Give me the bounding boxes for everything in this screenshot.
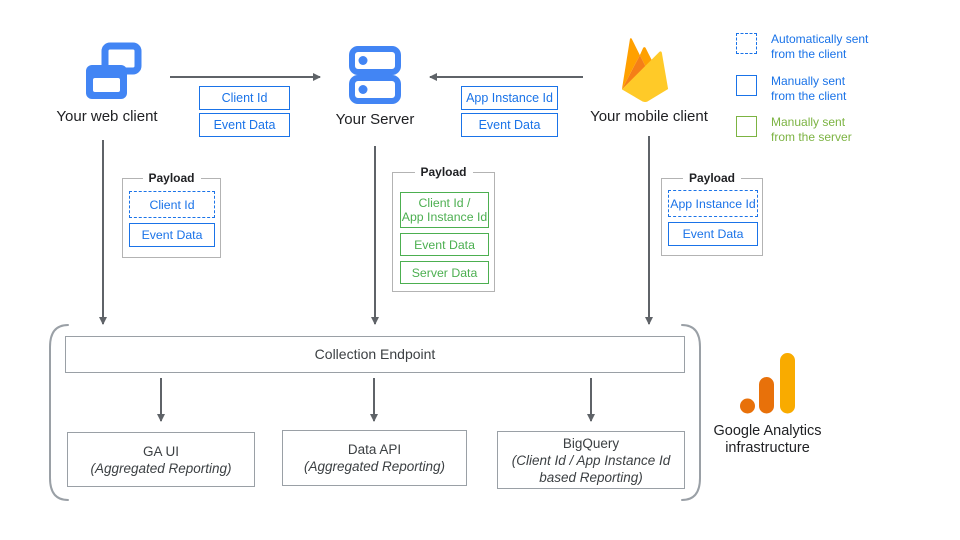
legend-item-auto-client: Automatically sent from the client [736,32,869,62]
payload-mobile-client: Payload App Instance Id Event Data [661,171,763,256]
output-bigquery-box: BigQuery (Client Id / App Instance Id ba… [497,431,685,489]
payload-item-app-instance-id: App Instance Id [668,190,758,217]
collection-endpoint-label: Collection Endpoint [314,346,436,362]
output-title: GA UI [142,443,179,459]
payload-title: Payload [414,165,473,179]
output-data-api-box: Data API (Aggregated Reporting) [282,430,467,486]
server-label: Your Server [335,111,415,128]
collection-endpoint-box: Collection Endpoint [65,336,685,373]
output-subtitle: (Client Id / App Instance Id based Repor… [511,452,671,485]
flow-label-app-instance-id: App Instance Id [461,86,558,110]
legend-item-manual-client: Manually sent from the client [736,74,847,104]
web-client-label: Your web client [56,108,158,125]
output-ga-ui-box: GA UI (Aggregated Reporting) [67,432,255,487]
payload-item-event-data: Event Data [400,233,489,256]
output-title: Data API [347,442,402,457]
flow-label-event-data: Event Data [199,113,290,137]
mobile-client-label: Your mobile client [590,108,708,125]
payload-web-client: Payload Client Id Event Data [122,171,221,258]
payload-item-event-data: Event Data [129,223,215,247]
payload-server: Payload Client Id / App Instance Id Even… [392,165,495,292]
output-subtitle: (Aggregated Reporting) [303,459,446,474]
legend-label: Manually sent from the client [771,74,847,103]
solid-green-swatch-icon [736,116,757,137]
payload-item-event-data: Event Data [668,222,758,246]
google-analytics-icon [740,353,795,414]
output-subtitle: (Aggregated Reporting) [90,460,232,476]
ga-infrastructure-label: Google Analytics infrastructure [713,423,822,456]
legend-label: Manually sent from the server [771,115,852,144]
payload-item-server-data: Server Data [400,261,489,284]
server-icon [349,46,401,104]
web-client-icon [86,42,142,99]
legend-label: Automatically sent from the client [771,32,869,61]
flow-label-client-id: Client Id [199,86,290,110]
dashed-blue-swatch-icon [736,33,757,54]
payload-title: Payload [142,171,201,185]
flow-label-event-data-2: Event Data [461,113,558,137]
solid-blue-swatch-icon [736,75,757,96]
legend-item-manual-server: Manually sent from the server [736,115,852,145]
output-title: BigQuery [562,435,620,451]
payload-item-client-app-id: Client Id / App Instance Id [400,192,489,228]
firebase-icon [621,38,669,102]
payload-title: Payload [682,171,742,185]
payload-item-client-id: Client Id [129,191,215,218]
